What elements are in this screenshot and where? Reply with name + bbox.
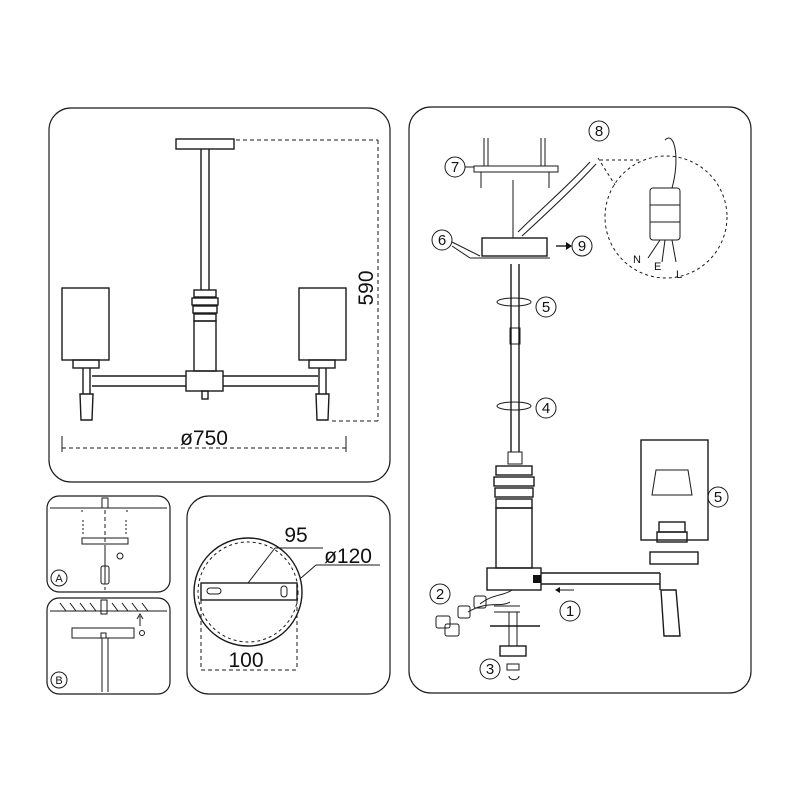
body-column: [193, 320, 217, 372]
panel-overall-dimensions: 590 ø750: [48, 107, 391, 483]
svg-text:5: 5: [714, 489, 722, 506]
detail-b-label: B: [55, 675, 62, 687]
decorative-rings: [191, 289, 219, 322]
svg-text:4: 4: [542, 400, 550, 417]
callout-3: 3: [479, 658, 501, 680]
lampshade-assembly: [640, 439, 709, 565]
callout-7: 7: [444, 156, 474, 178]
canopy: [481, 237, 548, 257]
detail-a-label: A: [55, 573, 63, 585]
callout-6: 6: [431, 229, 481, 259]
svg-text:8: 8: [595, 123, 603, 140]
callout-5-rod: 5: [535, 296, 557, 318]
callout-9: 9: [556, 235, 593, 257]
screwdriver-icon: [100, 548, 110, 585]
svg-text:5: 5: [542, 299, 550, 316]
svg-text:7: 7: [451, 159, 459, 176]
panel-detail-a: A: [46, 495, 171, 593]
callout-5-shade: 5: [707, 486, 729, 508]
callout-1: 1: [555, 587, 581, 622]
panel-installation-steps: 7 6 9 8: [408, 106, 752, 694]
plate-width-label: 100: [228, 649, 263, 672]
callout-4: 4: [535, 397, 557, 419]
right-lampshade: [298, 287, 347, 421]
wire-e-label: E: [654, 261, 661, 273]
panel-mounting-plate: 95 ø120 100: [186, 495, 391, 695]
plate-diameter-label: ø120: [324, 545, 372, 568]
svg-text:2: 2: [436, 586, 444, 603]
mounting-bar: [200, 582, 298, 601]
height-label: 590: [355, 270, 378, 305]
spacing-label: 95: [284, 524, 307, 547]
hub-block: [185, 370, 224, 392]
diameter-label: ø750: [180, 427, 228, 450]
height-dimension: 590: [236, 139, 379, 422]
svg-text:6: 6: [438, 232, 446, 249]
callout-8: 8: [588, 120, 610, 142]
wire-n-label: N: [633, 254, 641, 266]
ceiling-canopy: [175, 138, 235, 150]
callout-2: 2: [429, 583, 451, 605]
left-lampshade: [61, 287, 110, 421]
wire-l-label: L: [676, 269, 682, 281]
svg-text:1: 1: [566, 603, 574, 620]
terminal-block-magnifier: N E L: [597, 137, 728, 281]
width-dimension: ø750: [61, 427, 347, 452]
body-assembly: [486, 451, 681, 637]
bulb-icon: [435, 589, 520, 637]
panel-detail-b: B: [46, 597, 171, 695]
ceiling-bracket: [473, 138, 559, 200]
svg-text:9: 9: [578, 238, 586, 255]
ceiling-hatch: [59, 602, 149, 612]
canopy-circle: [193, 537, 303, 647]
svg-text:3: 3: [486, 661, 494, 678]
